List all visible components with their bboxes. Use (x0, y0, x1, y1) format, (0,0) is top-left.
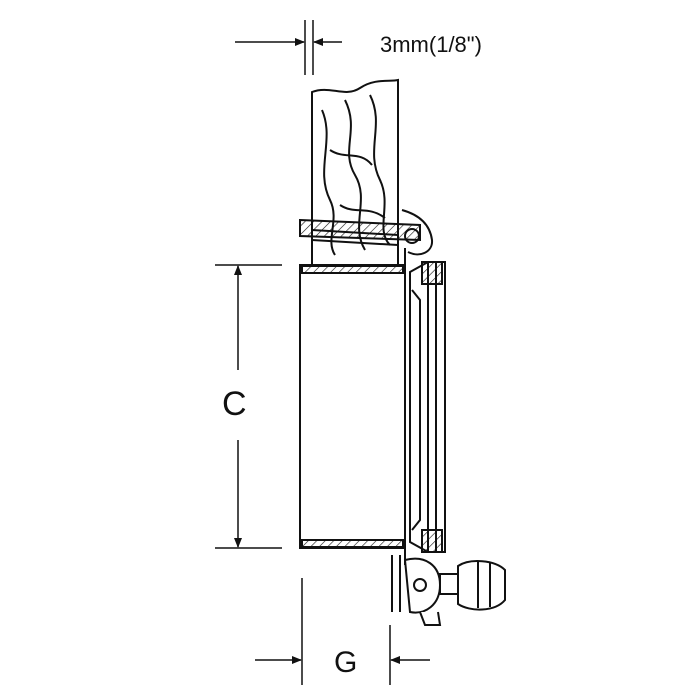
latch-knob (403, 557, 506, 626)
height-dimension (215, 264, 282, 549)
gap-dimension (235, 20, 342, 75)
frame-tube (299, 248, 406, 612)
depth-dimension (255, 578, 430, 685)
door-panel (409, 261, 446, 553)
wall-section (299, 78, 434, 266)
gap-label: 3mm(1/8") (380, 32, 482, 57)
height-label: C (222, 385, 247, 423)
depth-label: G (334, 646, 357, 679)
